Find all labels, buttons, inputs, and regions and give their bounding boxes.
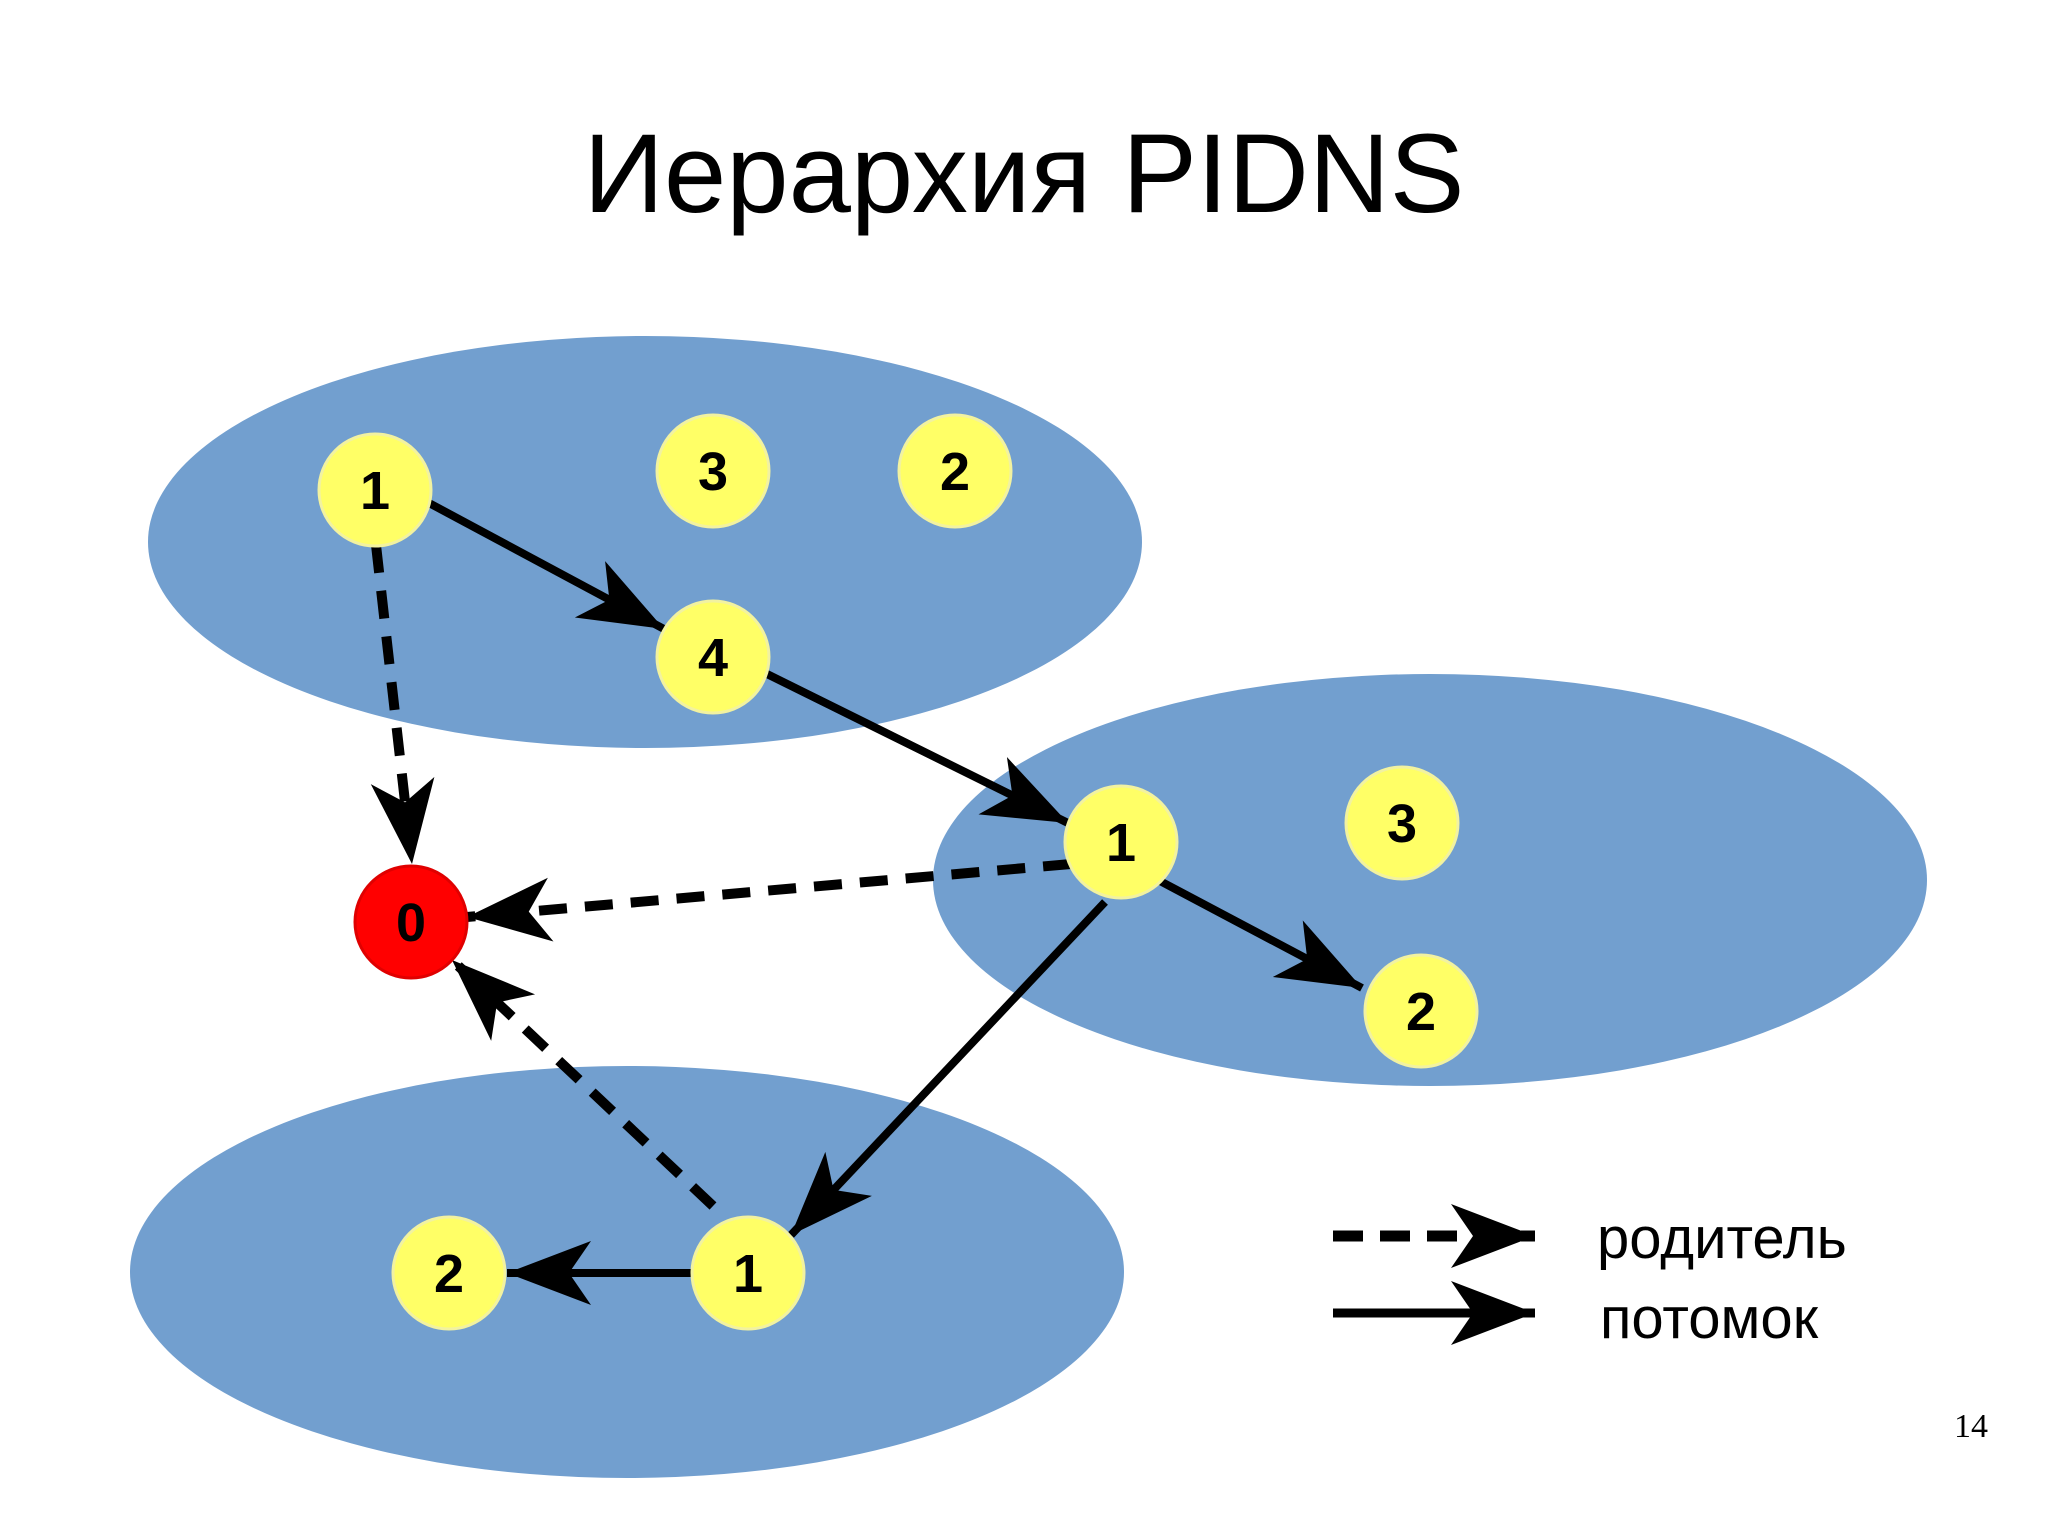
- pid-node-right-3: 3: [1344, 765, 1460, 881]
- child-arrow-top1-to-top4: [427, 499, 666, 633]
- pid-node-top-4: 4: [655, 599, 771, 715]
- pid-node-right-1: 1: [1063, 784, 1179, 900]
- page-number: 14: [1954, 1408, 1988, 1445]
- child-arrow-right1-to-bottom1: [788, 899, 1108, 1238]
- pid-label: 4: [698, 628, 728, 688]
- parent-arrow-bottom1-to-root: [448, 956, 717, 1210]
- child-arrow-right1-to-right2: [1158, 877, 1364, 992]
- pid-node-right-2: 2: [1363, 953, 1479, 1069]
- pid-label: 3: [1387, 794, 1417, 854]
- pid-label: 0: [396, 893, 426, 953]
- parent-arrow-right1-to-root: [466, 859, 1072, 942]
- pid-label: 2: [1406, 982, 1436, 1042]
- pid-node-top-1: 1: [317, 432, 433, 548]
- pid-node-root-0: 0: [353, 864, 469, 980]
- namespace-ellipse-top: [148, 336, 1142, 748]
- child-arrow-top4-to-right1: [765, 670, 1070, 827]
- legend-child-label: потомок: [1600, 1286, 1819, 1351]
- pid-node-bottom-1: 1: [690, 1215, 806, 1331]
- pid-label: 1: [360, 461, 390, 521]
- parent-arrow-top1-to-root: [370, 544, 435, 865]
- legend-parent-label: родитель: [1597, 1206, 1847, 1271]
- pid-label: 1: [1106, 813, 1136, 873]
- pid-node-bottom-2: 2: [391, 1215, 507, 1331]
- pid-label: 2: [434, 1244, 464, 1304]
- pid-label: 2: [940, 442, 970, 502]
- pid-node-top-3: 3: [655, 413, 771, 529]
- namespace-ellipse-right: [933, 674, 1927, 1086]
- slide-title: Иерархия PIDNS: [583, 111, 1465, 236]
- pid-node-top-2: 2: [897, 413, 1013, 529]
- pid-label: 3: [698, 442, 728, 502]
- pid-label: 1: [733, 1244, 763, 1304]
